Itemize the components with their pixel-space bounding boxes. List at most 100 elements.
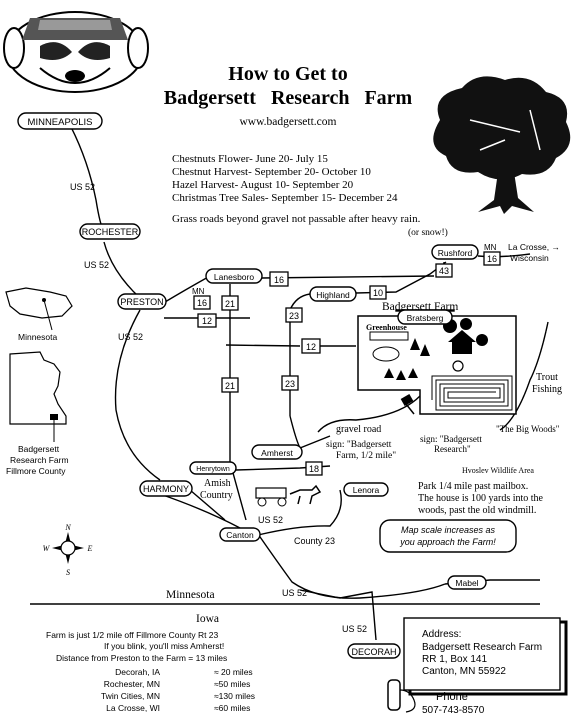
town-bratsberg: Bratsberg bbox=[407, 313, 444, 323]
road-warning: Grass roads beyond gravel not passable a… bbox=[172, 213, 421, 225]
town-henrytown: Henrytown bbox=[196, 466, 230, 473]
title-line2: Badgersett Research Farm bbox=[164, 87, 413, 109]
travel-notes: Farm is just 1/2 mile off Fillmore Count… bbox=[46, 630, 227, 663]
directions-line: The house is 100 yards into the bbox=[418, 493, 544, 504]
la-crosse-label-2: Wisconsin bbox=[510, 253, 549, 263]
scale-note: Map scale increases as you approach the … bbox=[379, 519, 517, 553]
town-preston: PRESTON bbox=[120, 297, 163, 307]
inset-label: Badgersett bbox=[18, 444, 60, 454]
season-item: Chestnut Harvest- September 20- October … bbox=[172, 166, 371, 178]
route-shield bbox=[305, 461, 323, 476]
route-shield bbox=[281, 375, 299, 391]
road-us52 bbox=[159, 493, 241, 529]
highway-label: County 23 bbox=[294, 536, 335, 546]
road-21 bbox=[229, 284, 247, 521]
town-minneapolis: MINNEAPOLIS bbox=[28, 117, 93, 128]
la-crosse-label: La Crosse, → bbox=[508, 242, 560, 252]
farm-sign-label: sign: "Badgersett bbox=[420, 434, 482, 444]
distance-miles: ≈130 miles bbox=[214, 691, 255, 701]
address-heading: Address: bbox=[422, 629, 461, 640]
svg-text:12: 12 bbox=[306, 342, 316, 352]
address-line: Canton, MN 55922 bbox=[422, 666, 506, 677]
inset-label: Research Farm bbox=[10, 455, 69, 465]
distance-miles: ≈60 miles bbox=[214, 703, 250, 713]
town-pill bbox=[309, 286, 357, 302]
road-16 bbox=[477, 253, 531, 258]
road-us52 bbox=[114, 309, 161, 481]
compass-w: W bbox=[43, 544, 51, 553]
town-pill bbox=[251, 444, 303, 460]
directions-line: Park 1/4 mile past mailbox. bbox=[418, 481, 528, 492]
compass-n: N bbox=[64, 523, 71, 532]
road-16 bbox=[261, 275, 435, 279]
town-harmony: HARMONY bbox=[143, 484, 189, 494]
phone-number[interactable]: 507-743-8570 bbox=[422, 705, 485, 716]
distance-table: Decorah, IA ≈ 20 miles Rochester, MN ≈50… bbox=[101, 667, 255, 713]
town-pill bbox=[189, 461, 237, 475]
state-iowa-label: Iowa bbox=[196, 613, 219, 625]
note-line: Farm is just 1/2 mile off Fillmore Count… bbox=[46, 630, 219, 640]
town-canton: Canton bbox=[226, 530, 254, 540]
svg-text:21: 21 bbox=[225, 299, 235, 309]
trout-label: Trout bbox=[536, 372, 558, 383]
road-county23 bbox=[257, 489, 342, 536]
svg-text:21: 21 bbox=[225, 381, 235, 391]
road-us52 bbox=[189, 489, 226, 521]
town-pill bbox=[343, 482, 389, 497]
town-decorah: DECORAH bbox=[351, 647, 396, 657]
greenhouse-label: Greenhouse bbox=[366, 323, 407, 332]
town-pill bbox=[219, 527, 261, 542]
badger-logo bbox=[3, 11, 149, 93]
inset-minnesota-label: Minnesota bbox=[18, 332, 57, 342]
title-line1: How to Get to bbox=[228, 63, 347, 85]
season-item: Hazel Harvest- August 10- September 20 bbox=[172, 179, 354, 191]
svg-text:23: 23 bbox=[285, 379, 295, 389]
highway-label: MN bbox=[192, 287, 205, 296]
note-line: Distance from Preston to the Farm = 13 m… bbox=[56, 653, 227, 663]
us-inset-map: Minnesota bbox=[5, 287, 73, 342]
town-highland: Highland bbox=[316, 290, 350, 300]
road-us52 bbox=[69, 124, 105, 233]
route-shield bbox=[301, 338, 321, 354]
highway-label: US 52 bbox=[258, 515, 283, 525]
town-pill bbox=[397, 309, 453, 325]
highway-label: MN bbox=[484, 243, 497, 252]
town-pill bbox=[347, 643, 401, 659]
route-shield bbox=[221, 295, 239, 311]
oak-tree-icon bbox=[433, 76, 571, 214]
town-pill bbox=[79, 223, 141, 240]
road-sign-label-2: Farm, 1/2 mile" bbox=[336, 451, 396, 461]
scale-note-line2: you approach the Farm! bbox=[399, 537, 496, 547]
route-shields: 16 16 21 21 12 12 23 23 10 43 16 18 bbox=[193, 251, 501, 476]
website-link[interactable]: www.badgersett.com bbox=[240, 116, 337, 128]
town-markers: MINNEAPOLIS ROCHESTER PRESTON Lanesboro … bbox=[17, 112, 487, 659]
compass-e: E bbox=[87, 544, 93, 553]
amish-label: Amish bbox=[204, 478, 231, 489]
route-shield bbox=[369, 285, 387, 300]
town-pill bbox=[17, 112, 103, 130]
route-shield bbox=[221, 377, 239, 393]
town-amherst: Amherst bbox=[261, 448, 293, 458]
compass-s: S bbox=[66, 568, 70, 577]
road-us52 bbox=[103, 241, 141, 299]
minnesota-inset-map: Badgersett Research Farm Fillmore County bbox=[6, 351, 69, 476]
road-12 bbox=[225, 344, 356, 347]
svg-text:43: 43 bbox=[439, 266, 449, 276]
distance-city: Twin Cities, MN bbox=[101, 691, 160, 701]
gravel-road-label: gravel road bbox=[336, 424, 381, 435]
season-item: Christmas Tree Sales- September 15- Dece… bbox=[172, 192, 398, 204]
road-warning-note: (or snow!) bbox=[408, 227, 448, 238]
directions-line: woods, past the old windmill. bbox=[418, 505, 536, 516]
wildlife-area-label: Hvoslev Wildlife Area bbox=[462, 466, 534, 475]
compass-rose-icon: N E S W bbox=[43, 523, 93, 577]
town-pill bbox=[205, 268, 263, 284]
season-list: Chestnuts Flower- June 20- July 15 Chest… bbox=[172, 153, 398, 204]
inset-label: Fillmore County bbox=[6, 466, 66, 476]
farm-detail: Badgersett Farm Greenhouse sign: "Badger… bbox=[357, 301, 562, 454]
road-us52 bbox=[299, 589, 377, 641]
town-rushford: Rushford bbox=[438, 248, 473, 258]
amish-buggy-icon bbox=[255, 484, 322, 507]
route-shield bbox=[285, 307, 303, 323]
state-minnesota-label: Minnesota bbox=[166, 589, 215, 601]
trout-label-2: Fishing bbox=[532, 384, 562, 395]
